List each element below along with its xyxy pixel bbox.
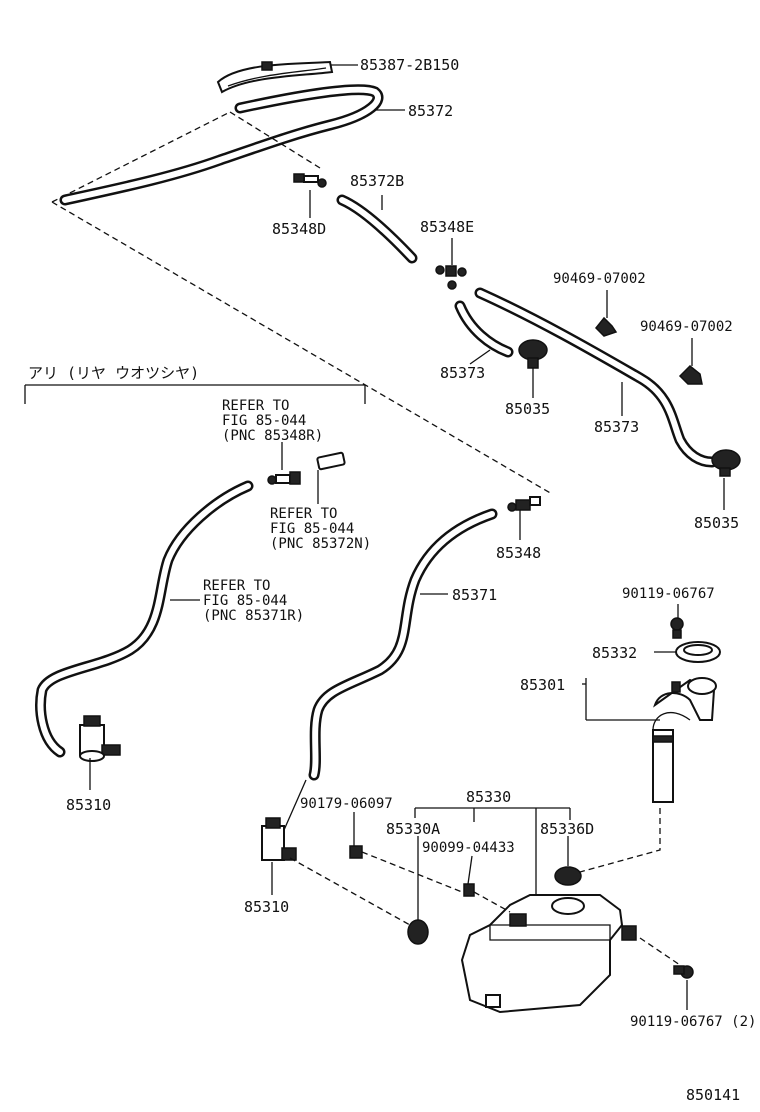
grommet-85330a	[407, 919, 429, 945]
hose-85371r-inner	[37, 483, 251, 755]
filler-cap-85332	[675, 641, 721, 663]
label-85348e: 85348E	[420, 218, 474, 236]
bolt-90119-06767-2	[673, 965, 694, 979]
svg-text:FIG 85-044: FIG 85-044	[270, 521, 354, 537]
label-85387-2b150: 85387-2B150	[360, 56, 459, 74]
clip-90179-06097	[349, 845, 363, 859]
label-90099-04433: 90099-04433	[422, 840, 515, 856]
svg-text:REFER TO: REFER TO	[270, 506, 337, 522]
hose-85372-a	[59, 84, 384, 206]
hose-85373-short	[454, 300, 514, 358]
hose-85372-a-inner	[62, 86, 381, 203]
label-90469-a: 90469-07002	[553, 271, 646, 287]
dashed-route-main	[51, 111, 553, 495]
filler-pipe-85301	[652, 677, 717, 803]
hose-clamp-85387	[216, 60, 334, 94]
leader-lines	[89, 64, 725, 1010]
washer-pump-85310-b	[261, 817, 297, 861]
label-85371: 85371	[452, 586, 497, 604]
label-85310-a: 85310	[66, 796, 111, 814]
hose-85373-long-inner	[477, 290, 715, 465]
label-90179-06097: 90179-06097	[300, 796, 393, 812]
svg-text:(PNC 85371R): (PNC 85371R)	[203, 608, 304, 624]
section-bracket	[24, 384, 366, 404]
label-85336d: 85336D	[540, 820, 594, 838]
refer-note-85372n: REFER TO FIG 85-044 (PNC 85372N)	[270, 506, 371, 552]
label-90469-b: 90469-07002	[640, 319, 733, 335]
svg-text:(PNC 85348R): (PNC 85348R)	[222, 428, 323, 444]
refer-note-85371r: REFER TO FIG 85-044 (PNC 85371R)	[203, 578, 304, 624]
clip-90469-a	[594, 316, 618, 337]
connector-85348d	[293, 173, 327, 188]
svg-text:(PNC 85372N): (PNC 85372N)	[270, 536, 371, 552]
label-85373-b: 85373	[594, 418, 639, 436]
connector-85348e	[435, 265, 467, 290]
label-90119-06767: 90119-06767	[622, 586, 715, 602]
label-85372: 85372	[408, 102, 453, 120]
label-85035-b: 85035	[694, 514, 739, 532]
washer-pump-85310-a	[79, 715, 121, 762]
hose-85373-short-inner	[457, 303, 511, 355]
cap-85336d	[554, 866, 582, 886]
dashed-route-lower	[289, 808, 681, 966]
svg-text:FIG 85-044: FIG 85-044	[222, 413, 306, 429]
section-heading: アリ (リヤ ウオツシヤ)	[28, 364, 199, 382]
diagram-number: 850141	[686, 1086, 740, 1104]
refer-note-85348r: REFER TO FIG 85-044 (PNC 85348R)	[222, 398, 323, 444]
connector-85348r	[267, 471, 301, 485]
clip-90099-04433	[463, 883, 475, 897]
washer-nozzle-85035-b	[711, 449, 741, 477]
hose-85372n	[316, 451, 346, 471]
label-85330a: 85330A	[386, 820, 440, 838]
label-85301: 85301	[520, 676, 565, 694]
label-85348d: 85348D	[272, 220, 326, 238]
label-85373-a: 85373	[440, 364, 485, 382]
label-85372b: 85372B	[350, 172, 404, 190]
washer-tank-85330	[460, 894, 637, 1014]
svg-text:REFER TO: REFER TO	[203, 578, 270, 594]
label-85330: 85330	[466, 788, 511, 806]
hose-85372b-inner	[339, 197, 415, 261]
bolt-90119-06767	[670, 617, 684, 639]
connector-85348	[507, 496, 541, 512]
label-85035-a: 85035	[505, 400, 550, 418]
label-90119-06767-2: 90119-06767 (2)	[630, 1014, 756, 1030]
label-85348: 85348	[496, 544, 541, 562]
label-85332: 85332	[592, 644, 637, 662]
hose-85371-inner	[311, 511, 495, 778]
clip-90469-b	[678, 364, 703, 385]
washer-nozzle-85035-a	[518, 339, 548, 369]
svg-text:FIG 85-044: FIG 85-044	[203, 593, 287, 609]
label-85310-b: 85310	[244, 898, 289, 916]
svg-text:REFER TO: REFER TO	[222, 398, 289, 414]
